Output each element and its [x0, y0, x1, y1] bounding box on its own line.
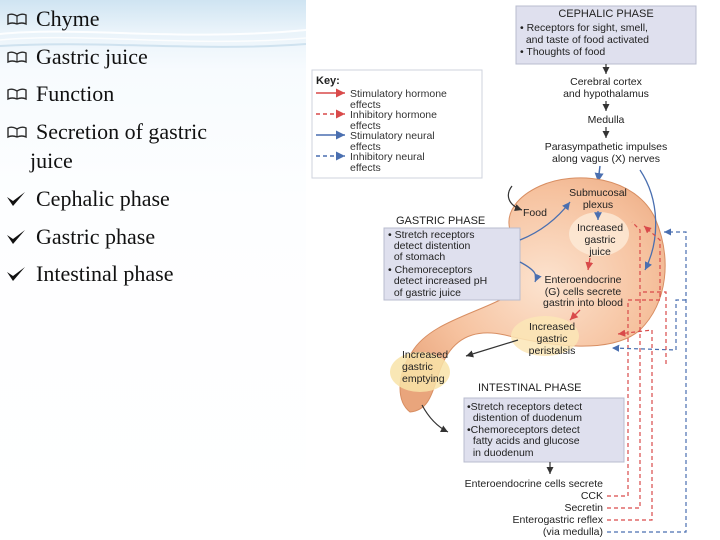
bottom-label: Secretin — [564, 502, 603, 514]
key-label: Inhibitory hormone — [350, 109, 437, 121]
increased-juice-label: gastric — [585, 234, 616, 246]
emptying-label: emptying — [402, 373, 445, 385]
bullet-item: Intestinal phase — [6, 259, 304, 297]
bullet-item: Secretion of gastric — [6, 117, 304, 155]
key-label: effects — [350, 99, 381, 111]
bullet-text: Chyme — [36, 6, 100, 31]
bullet-item: Function — [6, 79, 304, 117]
bullet-list: Chyme Gastric juice Function Secretion o… — [6, 4, 304, 297]
bullet-text: Cephalic phase — [36, 186, 170, 211]
submucosal-label: plexus — [583, 199, 613, 211]
key-legend: Key: Stimulatory hormone effects Inhibit… — [311, 69, 483, 179]
bullet-item: Chyme — [6, 4, 304, 42]
stomach-illustration — [390, 177, 666, 413]
gastric-line: • Chemoreceptors — [388, 264, 472, 276]
gastric-line: • Stretch receptors — [388, 229, 475, 241]
gastric-line: of stomach — [388, 251, 445, 263]
key-label: effects — [350, 162, 381, 174]
bullet-text: Gastric juice — [36, 43, 148, 69]
medulla-label: Medulla — [588, 114, 625, 126]
intestinal-line: fatty acids and glucose — [467, 435, 580, 447]
decorative-wave — [0, 29, 306, 48]
open-book-icon — [6, 42, 36, 72]
cortex-label: Cerebral cortex — [570, 76, 643, 88]
key-label: Inhibitory neural — [350, 151, 425, 163]
intestinal-line: •Chemoreceptors detect — [467, 424, 580, 436]
peristalsis-label: Increased — [529, 321, 575, 333]
key-label: Stimulatory hormone — [350, 88, 447, 100]
peristalsis-label: peristalsis — [529, 345, 576, 357]
gastric-phase-box: GASTRIC PHASE • Stretch receptors detect… — [383, 215, 521, 301]
intestinal-phase-box: INTESTINAL PHASE •Stretch receptors dete… — [463, 382, 625, 463]
gastric-title: GASTRIC PHASE — [396, 215, 485, 227]
slide-left-panel: Chyme Gastric juice Function Secretion o… — [0, 0, 306, 540]
intestinal-title: INTESTINAL PHASE — [478, 382, 582, 394]
cortex-label: and hypothalamus — [563, 88, 649, 100]
cephalic-line: • Receptors for sight, smell, — [520, 22, 648, 34]
key-title: Key: — [316, 75, 340, 87]
peristalsis-label: gastric — [537, 333, 568, 345]
bullet-text: Secretion of gastric — [36, 118, 208, 144]
open-book-icon — [6, 79, 36, 109]
open-book-icon — [6, 4, 36, 34]
bullet-item: Gastric juice — [6, 42, 304, 80]
bottom-label: Enteroendocrine cells secrete — [465, 478, 603, 490]
check-arrow-icon — [6, 222, 36, 252]
enteroendocrine-g-label: (G) cells secrete — [545, 286, 622, 298]
check-arrow-icon — [6, 184, 36, 214]
submucosal-label: Submucosal — [569, 187, 627, 199]
parasympathetic-label: along vagus (X) nerves — [552, 153, 660, 165]
enteroendocrine-g-label: Enteroendocrine — [544, 274, 621, 286]
gastric-line: detect distention — [388, 240, 470, 252]
intestinal-line: •Stretch receptors detect — [467, 401, 582, 413]
cephalic-line: • Thoughts of food — [520, 46, 605, 58]
open-book-icon — [6, 117, 36, 147]
emptying-label: gastric — [402, 361, 433, 373]
enteroendocrine-g-label: gastrin into blood — [543, 297, 623, 309]
bullet-text: Intestinal phase — [36, 261, 174, 286]
increased-juice-label: juice — [588, 246, 611, 258]
emptying-label: Increased — [402, 349, 448, 361]
cephalic-title: CEPHALIC PHASE — [558, 8, 653, 20]
bullet-text: Gastric phase — [36, 223, 156, 249]
increased-juice-label: Increased — [577, 222, 623, 234]
gastric-line: of gastric juice — [388, 287, 461, 299]
gastric-line: detect increased pH — [388, 275, 487, 287]
bullet-item: Cephalic phase — [6, 184, 304, 222]
intestinal-line: distention of duodenum — [467, 412, 582, 424]
check-arrow-icon — [6, 259, 36, 289]
cephalic-phase-box: CEPHALIC PHASE • Receptors for sight, sm… — [515, 5, 697, 65]
parasympathetic-label: Parasympathetic impulses — [545, 141, 668, 153]
intestinal-line: in duodenum — [467, 447, 534, 459]
bottom-label: (via medulla) — [543, 526, 603, 538]
gastric-secretion-diagram: Key: Stimulatory hormone effects Inhibit… — [311, 5, 697, 538]
cephalic-line: and taste of food activated — [520, 34, 649, 46]
bottom-label: Enterogastric reflex — [513, 514, 604, 526]
key-label: effects — [350, 141, 381, 153]
bullet-text: Function — [36, 81, 115, 106]
bullet-item: Gastric phase — [6, 222, 304, 260]
key-label: effects — [350, 120, 381, 132]
key-label: Stimulatory neural — [350, 130, 435, 142]
bottom-label: CCK — [581, 490, 603, 502]
food-label: Food — [523, 207, 547, 219]
bullet-continuation: juice — [30, 148, 73, 173]
